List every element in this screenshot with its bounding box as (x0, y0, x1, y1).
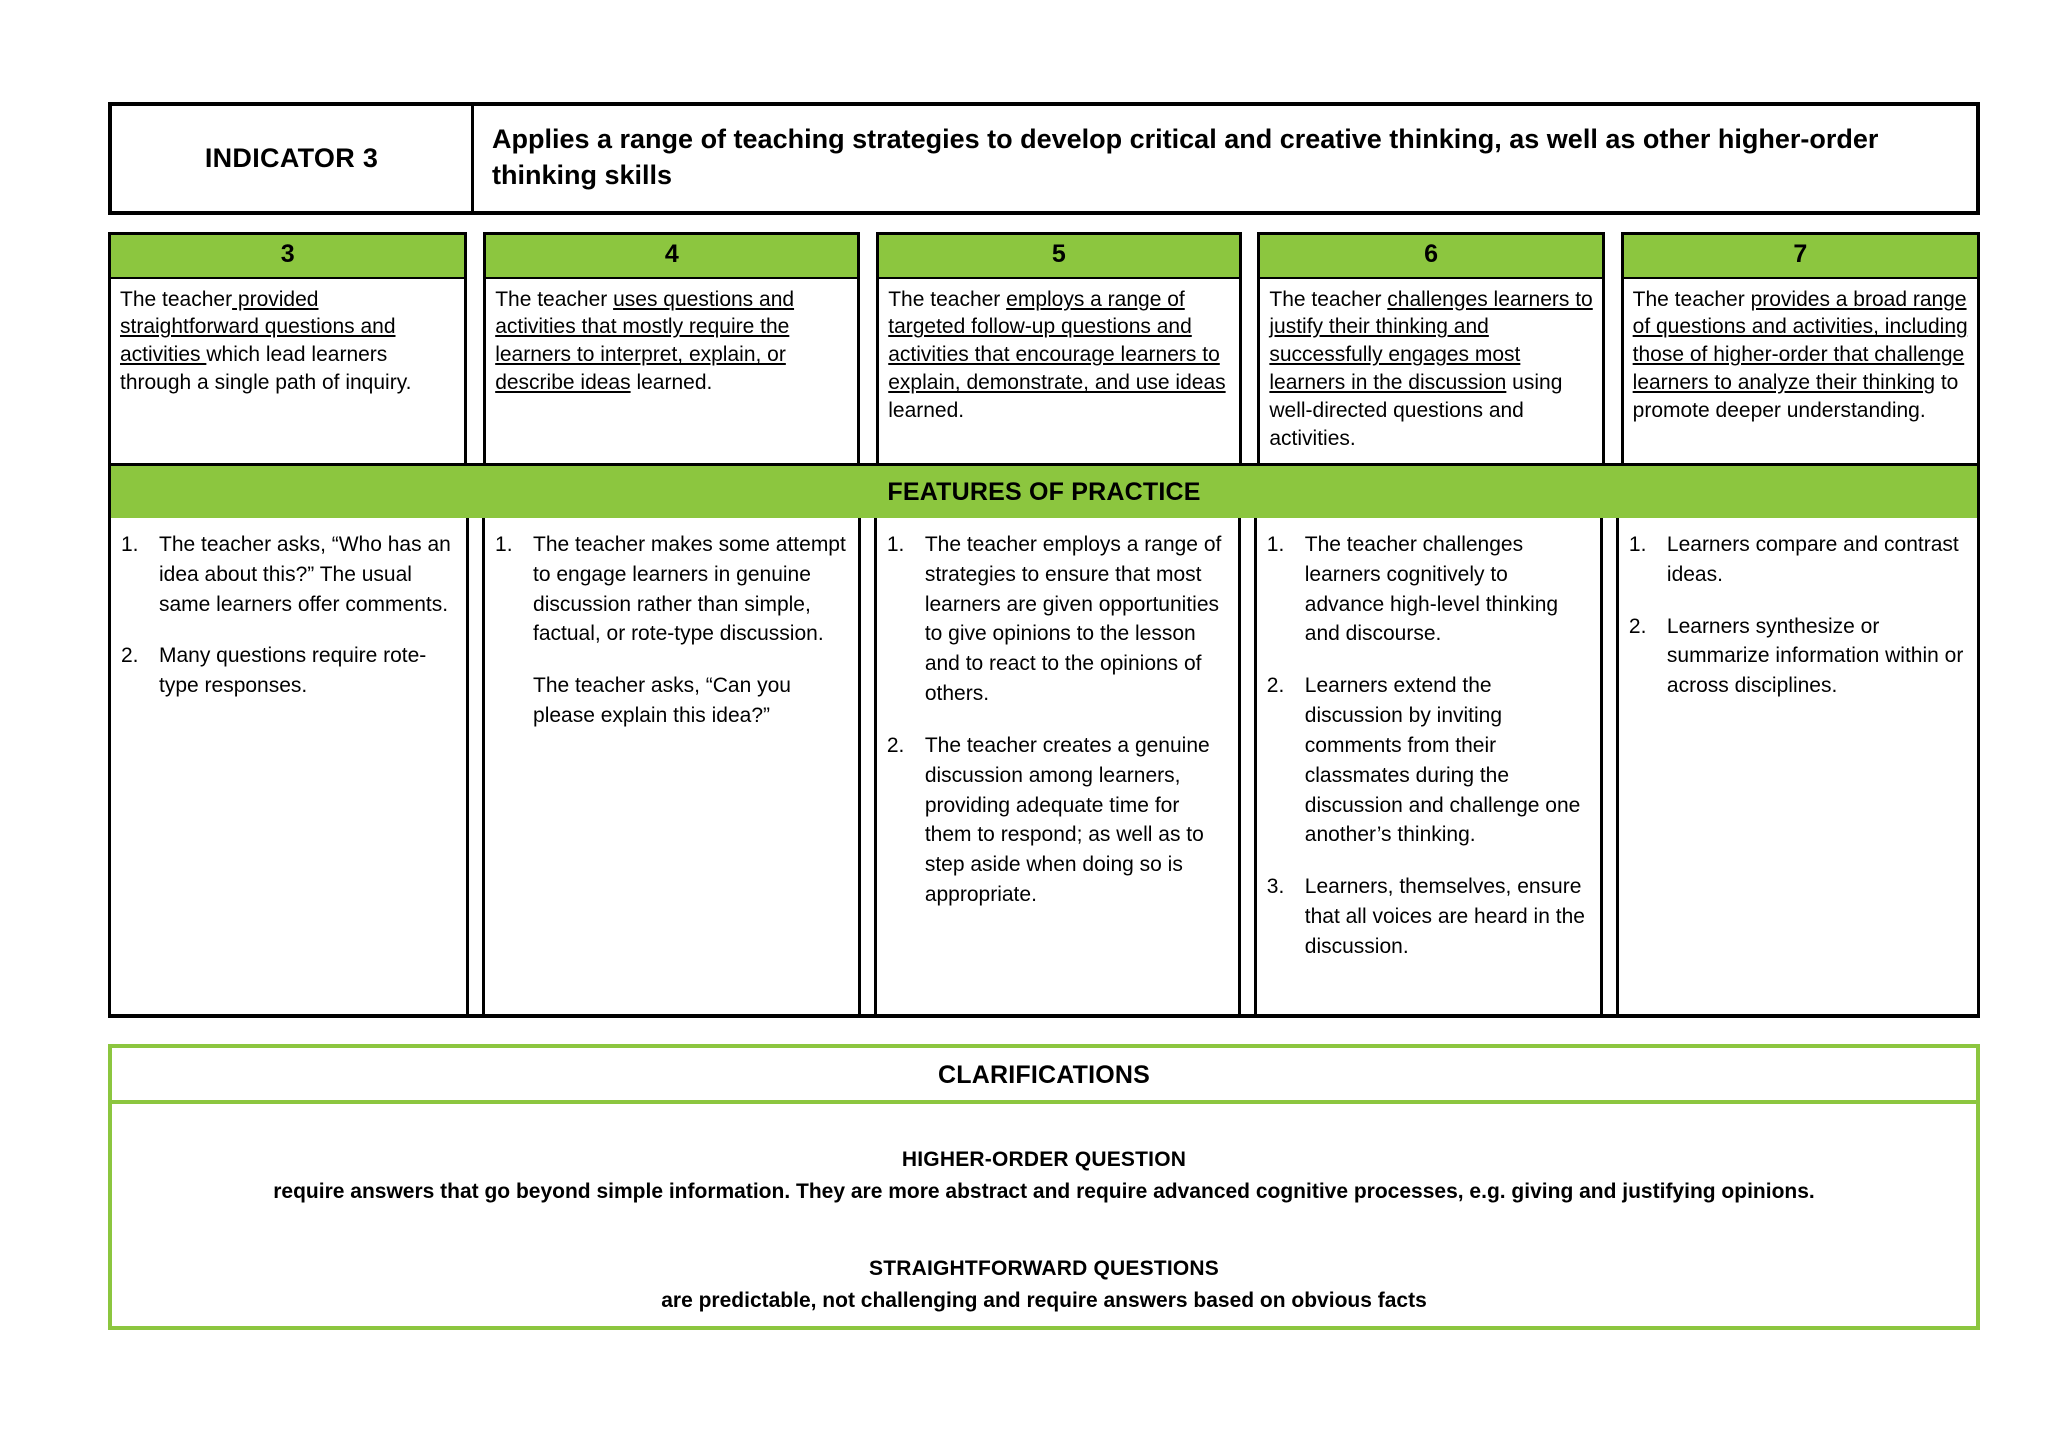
level-descriptor-7: The teacher provides a broad range of qu… (1632, 287, 1968, 423)
features-list-6: 1. The teacher challenges learners cognit… (1267, 530, 1590, 962)
column-gap-3 (1241, 232, 1258, 464)
clarification-term-straightforward: STRAIGHTFORWARD QUESTIONS (869, 1257, 1219, 1281)
features-gap-1 (469, 518, 486, 1014)
feature-item-text: The teacher asks, “Who has an idea about… (159, 533, 451, 616)
feature-item-text: The teacher makes some attempt to engage… (533, 533, 846, 646)
features-list-3: 1. The teacher asks, “Who has an idea abo… (121, 530, 456, 701)
level-column-3: 3 The teacher provided straightforward q… (108, 232, 468, 464)
feature-item-number: 2. (1266, 674, 1285, 698)
features-gap-2 (861, 518, 877, 1014)
level-column-6: 6 The teacher challenges learners to jus… (1257, 232, 1605, 464)
level-number-5: 5 (879, 235, 1239, 279)
column-gap-1 (467, 232, 484, 464)
features-gap-4 (1603, 518, 1619, 1014)
feature-item-number: 3. (1266, 875, 1285, 899)
features-cell-4: 1. The teacher makes some attempt to enga… (485, 518, 861, 1014)
feature-item: 3. Learners, themselves, ensure that all … (1267, 872, 1590, 961)
column-gap-4 (1604, 232, 1621, 464)
feature-item-number: 1. (886, 533, 905, 556)
level-descriptor-3: The teacher provided straightforward que… (120, 287, 412, 395)
level-number-6: 6 (1260, 235, 1602, 279)
feature-item: 1. The teacher employs a range of strateg… (887, 530, 1228, 709)
feature-item: 2. Learners synthesize or summarize infor… (1629, 612, 1967, 701)
indicator-title-cell: Applies a range of teaching strategies t… (474, 106, 1976, 211)
features-gap-3 (1241, 518, 1257, 1014)
features-cell-7: 1. Learners compare and contrast ideas. 2.… (1619, 518, 1977, 1014)
clarification-term-higher-order: HIGHER-ORDER QUESTION (901, 1148, 1187, 1171)
feature-item-number: 1. (1266, 533, 1285, 556)
feature-item: 1. Learners compare and contrast ideas. (1629, 530, 1967, 590)
features-cell-6: 1. The teacher challenges learners cognit… (1257, 518, 1604, 1014)
level-descriptor-6: The teacher challenges learners to justi… (1269, 287, 1593, 451)
indicator-label-cell: INDICATOR 3 (112, 106, 474, 212)
feature-item: 1. The teacher makes some attempt to enga… (495, 530, 848, 649)
level-column-4: 4 The teacher uses questions and activit… (483, 232, 861, 464)
feature-item-number: 2. (1628, 614, 1647, 638)
clarification-definition-higher-order: require answers that go beyond simple in… (273, 1180, 1815, 1203)
feature-item-text: Many questions require rote-type respons… (159, 644, 427, 698)
feature-extra-note: The teacher asks, “Can you please explai… (533, 674, 791, 728)
feature-item-number: 2. (886, 733, 905, 757)
features-list-7: 1. Learners compare and contrast ideas. 2.… (1629, 530, 1967, 701)
feature-item: 2. The teacher creates a genuine discussi… (887, 731, 1228, 910)
features-cell-3: 1. The teacher asks, “Who has an idea abo… (111, 518, 470, 1014)
features-list-4: 1. The teacher makes some attempt to enga… (495, 530, 848, 649)
feature-item-number: 1. (121, 533, 139, 556)
indicator-title: Applies a range of teaching strategies t… (492, 124, 1879, 190)
level-column-7: 7 The teacher provides a broad range of … (1620, 232, 1980, 464)
features-cell-5: 1. The teacher employs a range of strateg… (877, 518, 1241, 1014)
clarifications-header: CLARIFICATIONS (108, 1044, 1980, 1108)
level-number-3: 3 (111, 235, 465, 279)
clarification-definition-straightforward: are predictable, not challenging and req… (661, 1289, 1427, 1313)
feature-item: 1. The teacher challenges learners cognit… (1267, 530, 1590, 649)
level-descriptor-row: 3 The teacher provided straightforward q… (108, 232, 1980, 464)
feature-item-number: 1. (495, 533, 513, 556)
feature-item-text: The teacher creates a genuine discussion… (924, 733, 1210, 906)
feature-item: 2. Learners extend the discussion by invi… (1267, 671, 1590, 850)
level-number-7: 7 (1623, 235, 1977, 279)
feature-item-number: 2. (121, 644, 139, 668)
feature-item-text: The teacher challenges learners cognitiv… (1304, 533, 1559, 646)
level-descriptor-4: The teacher uses questions and activitie… (495, 287, 795, 395)
feature-item: 1. The teacher asks, “Who has an idea abo… (121, 530, 456, 619)
features-list-5: 1. The teacher employs a range of strateg… (887, 530, 1228, 910)
level-descriptor-5: The teacher employs a range of targeted … (888, 287, 1226, 423)
feature-item-text: Learners, themselves, ensure that all vo… (1304, 875, 1585, 958)
indicator-label: INDICATOR 3 (204, 143, 379, 174)
column-gap-2 (860, 232, 877, 464)
features-of-practice-band: FEATURES OF PRACTICE (108, 463, 1980, 523)
feature-item-text: Learners synthesize or summarize informa… (1666, 614, 1964, 698)
feature-item: 2. Many questions require rote-type respo… (121, 641, 456, 701)
level-number-4: 4 (486, 235, 858, 279)
indicator-header: INDICATOR 3 Applies a range of teaching … (108, 102, 1980, 216)
level-column-5: 5 The teacher employs a range of targete… (876, 232, 1242, 464)
features-of-practice-row: 1. The teacher asks, “Who has an idea abo… (108, 518, 1980, 1018)
feature-item-text: The teacher employs a range of strategie… (924, 533, 1222, 706)
feature-item-text: Learners compare and contrast ideas. (1666, 533, 1959, 586)
feature-item-number: 1. (1628, 533, 1647, 556)
clarifications-body: HIGHER-ORDER QUESTION require answers th… (108, 1100, 1980, 1330)
feature-item-text: Learners extend the discussion by inviti… (1304, 674, 1581, 847)
